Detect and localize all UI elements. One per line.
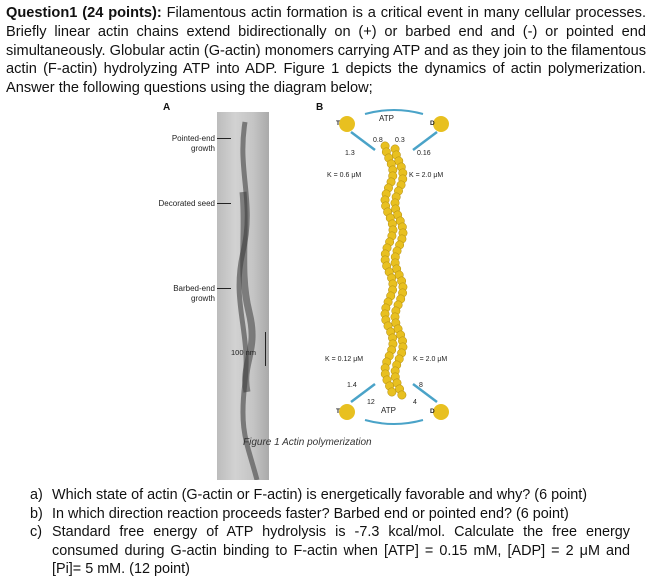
arrow-bottom-left	[350, 383, 376, 403]
rate-bottom-4: 4	[413, 399, 417, 406]
rate-top-3: 0.3	[395, 137, 405, 144]
list-item: c) Standard free energy of ATP hydrolysi…	[30, 523, 630, 579]
question-list: a) Which state of actin (G-actin or F-ac…	[30, 486, 630, 579]
diagram-b	[339, 109, 449, 425]
micrograph-image	[217, 112, 269, 481]
item-label: b)	[30, 505, 43, 522]
actin-monomer	[397, 390, 407, 400]
item-text: In which direction reaction proceeds fas…	[52, 505, 569, 522]
scale-bar	[265, 332, 266, 366]
arrow-top-left	[350, 131, 376, 151]
arrow-bottom-right	[412, 383, 438, 403]
monomer-d-top: D	[430, 120, 435, 127]
monomer-t-top: T	[336, 120, 340, 127]
rate-bottom-2: 12	[367, 399, 375, 406]
figure-actin-polymerization: A B Pointed-end growth Decorated seed Ba…	[155, 102, 465, 481]
label-barbed-end-growth: Barbed-end growth	[173, 284, 215, 303]
list-item: b) In which direction reaction proceeds …	[30, 505, 630, 524]
bottom-atp-label: ATP	[381, 406, 396, 415]
actin-filament-chain	[380, 141, 408, 400]
item-text: Which state of actin (G-actin or F-actin…	[52, 487, 588, 503]
item-label: c)	[30, 524, 42, 541]
label-pointed-end-growth: Pointed-end growth	[171, 134, 215, 153]
arrow-top-atp	[364, 109, 424, 115]
question-text: Question1 (24 points): Filamentous actin…	[6, 4, 646, 98]
rate-bottom-3: 8	[419, 382, 423, 389]
panel-a-letter: A	[163, 102, 171, 113]
pointer-line	[217, 138, 231, 139]
actin-monomer	[387, 387, 397, 397]
label-decorated-seed: Decorated seed	[158, 199, 215, 208]
top-k-left: K = 0.6 μM	[327, 172, 362, 179]
monomer-d-bottom: D	[430, 408, 435, 415]
question-heading: Question1 (24 points):	[6, 5, 162, 21]
monomer-t-bottom: T	[336, 408, 340, 415]
question-body: Filamentous actin formation is a critica…	[6, 5, 646, 97]
top-k-right: K = 2.0 μM	[409, 172, 444, 179]
panel-b-letter: B	[316, 102, 324, 113]
rate-top-1: 1.3	[345, 150, 355, 157]
pointer-line	[217, 288, 231, 289]
arrow-top-right	[412, 131, 438, 151]
scale-bar-label: 100 nm	[231, 348, 257, 357]
item-text: Standard free energy of ATP hydrolysis i…	[52, 524, 630, 578]
bottom-k-left: K = 0.12 μM	[325, 356, 364, 363]
top-atp-label: ATP	[379, 114, 394, 123]
filament-image	[236, 121, 260, 481]
pointer-line	[217, 203, 231, 204]
rate-top-2: 0.8	[373, 137, 383, 144]
figure-caption: Figure 1 Actin polymerization	[243, 437, 372, 448]
bottom-k-right: K = 2.0 μM	[413, 356, 448, 363]
arrow-bottom-atp	[364, 419, 424, 425]
rate-top-4: 0.16	[417, 150, 431, 157]
item-label: a)	[30, 487, 43, 503]
list-item: a) Which state of actin (G-actin or F-ac…	[30, 486, 630, 505]
rate-bottom-1: 1.4	[347, 382, 357, 389]
